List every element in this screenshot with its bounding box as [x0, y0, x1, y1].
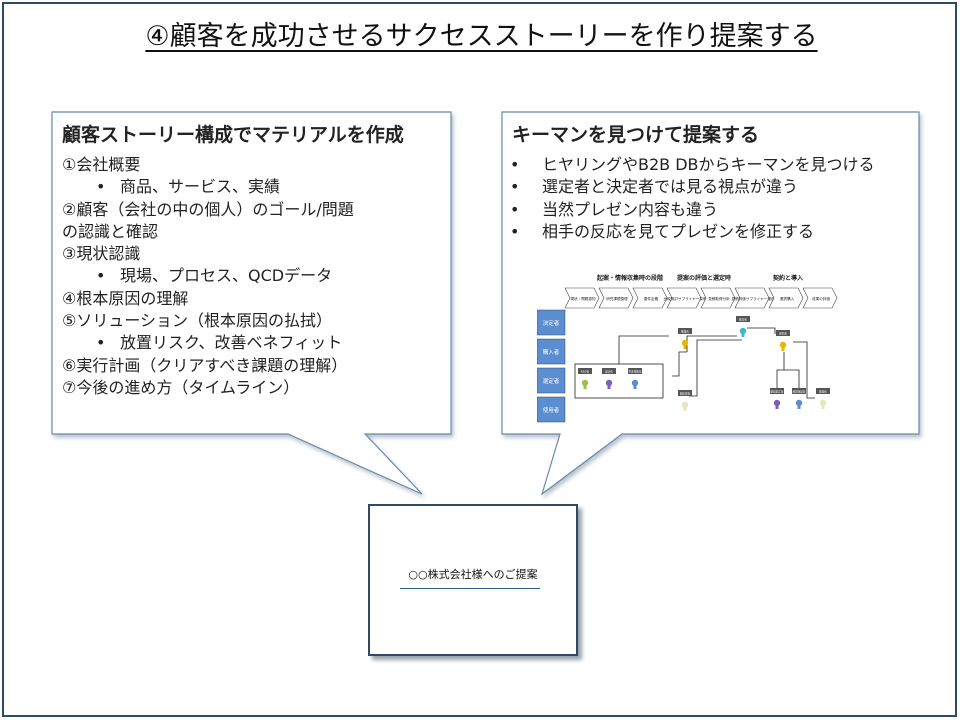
process-step-chevron — [632, 287, 668, 309]
person-tag — [678, 328, 692, 334]
process-step-label: 現状・問題認知 — [570, 296, 596, 301]
person-icon — [683, 346, 687, 349]
person-icon — [779, 341, 787, 349]
person-tag — [678, 390, 692, 396]
person-icon — [583, 386, 587, 389]
person-tag — [776, 330, 790, 336]
person-icon — [631, 379, 639, 387]
person-icon — [741, 334, 745, 337]
person-icon — [795, 399, 803, 407]
person-label: 製造加工長 — [771, 390, 784, 394]
person-label: 経営者 — [739, 318, 747, 322]
person-label: R&D長 — [581, 370, 590, 374]
process-step-label: 見積取得分析 — [708, 296, 730, 301]
proposal-document: ○○株式会社様へのご提案 — [368, 504, 578, 656]
proposal-document-title: ○○株式会社様へのご提案 — [408, 568, 538, 581]
left-bubble-shape — [51, 111, 452, 495]
phase-label: 契約と導入 — [772, 274, 803, 282]
proposal-document-underline — [400, 588, 540, 589]
process-step-chevron — [666, 287, 702, 309]
person-tag — [816, 388, 830, 394]
person-label: 製造部長 — [680, 392, 691, 396]
right-list-bullet: 相手の反応を見てプレゼンを修正する — [502, 221, 875, 244]
left-list-subitem: 現場、プロセス、QCDデータ — [62, 265, 354, 288]
person-tag — [792, 388, 806, 394]
left-bubble-heading: 顧客ストーリー構成でマテリアルを作成 — [62, 124, 404, 146]
person-icon — [739, 327, 747, 335]
person-icon — [797, 406, 801, 409]
person-icon — [633, 386, 637, 389]
right-list-bullet: 当然プレゼン内容も違う — [502, 199, 875, 222]
person-icon — [605, 379, 613, 387]
role-box — [537, 309, 566, 336]
process-step-chevron — [768, 287, 804, 309]
person-tag — [602, 368, 616, 374]
left-list-item: ⑤ソリューション（根本原因の払拭） — [62, 311, 333, 331]
person-tag — [628, 368, 642, 374]
right-bubble-list: ヒヤリングやB2B DBからキーマンを見つける選定者と決定者では見る視点が違う当… — [502, 154, 875, 243]
left-list-item: ⑥実行計画（クリアすべき課題の理解） — [62, 355, 348, 375]
role-label: 決定者 — [543, 319, 560, 327]
person-tag — [736, 316, 750, 322]
right-list-bullet: ヒヤリングやB2B DBからキーマンを見つける — [502, 154, 875, 177]
left-list-subitem: 商品、サービス、実績 — [62, 176, 354, 199]
process-step-label: 研究課題整理 — [606, 296, 628, 301]
left-list-item: ③現状認識 — [62, 244, 141, 264]
person-icon — [819, 399, 827, 407]
process-step-label: 見積評価サプライヤー選定 — [731, 296, 774, 301]
person-icon — [775, 406, 779, 409]
person-tag — [770, 388, 784, 394]
process-step-chevron — [734, 287, 770, 309]
role-label: 使用者 — [543, 406, 560, 414]
left-bubble-list: ①会社概要商品、サービス、実績②顧客（会社の中の個人）のゴール/問題の認識と確認… — [62, 154, 354, 399]
left-list-subitem: 放置リスク、改善ベネフィット — [62, 332, 354, 355]
person-icon — [581, 379, 589, 387]
role-label: 購入者 — [543, 348, 560, 356]
person-label: 生産技術長 — [629, 370, 642, 374]
role-label: 選定者 — [543, 377, 560, 385]
left-list-item: ①会社概要 — [62, 155, 141, 174]
right-list-bullet: 選定者と決定者では見る視点が違う — [502, 176, 875, 199]
right-bubble-heading: キーマンを見つけて提案する — [512, 124, 760, 146]
left-list-item: ④根本原因の理解 — [62, 288, 189, 308]
keyman-diagram: 起案・情報収集時の段階 提案の評価と選定時 契約と導入 現状・問題認知 研究課題整… — [537, 274, 838, 423]
person-icon — [607, 386, 611, 389]
process-step-label: 成果の評価 — [812, 296, 830, 301]
process-step-chevron — [564, 287, 600, 309]
left-list-item: ⑦今後の進め方（タイムライン） — [62, 377, 300, 397]
person-label: 製造長 — [819, 390, 827, 394]
person-icon — [821, 406, 825, 409]
person-label: 設計長 — [605, 370, 613, 374]
process-step-chevron — [598, 287, 634, 309]
person-label: 研究者 — [779, 332, 787, 336]
person-icon — [681, 339, 689, 347]
person-icon — [683, 408, 687, 411]
left-list-item: の認識と確認 — [62, 221, 159, 241]
role-box — [537, 396, 566, 423]
person-label: 購買長 — [681, 330, 689, 334]
process-step-chevron — [700, 287, 736, 309]
person-icon — [681, 401, 689, 409]
process-step-label: 要件定義 — [644, 296, 659, 301]
process-step-chevron — [802, 287, 838, 309]
process-step-label: 比較検討サプライヤー探索 — [663, 296, 706, 301]
person-icon — [781, 348, 785, 351]
person-icon — [773, 399, 781, 407]
left-list-item: ②顧客（会社の中の個人）のゴール/問題 — [62, 199, 354, 219]
role-box — [537, 338, 566, 365]
role-box — [537, 367, 566, 394]
phase-label: 提案の評価と選定時 — [677, 274, 731, 282]
person-tag — [578, 368, 592, 374]
slide-title: ④顧客を成功させるサクセスストーリーを作り提案する — [145, 21, 818, 52]
person-label: 品質保証長 — [793, 390, 806, 394]
process-step-label: 選択購入 — [780, 296, 795, 301]
phase-label: 起案・情報収集時の段階 — [596, 274, 663, 282]
